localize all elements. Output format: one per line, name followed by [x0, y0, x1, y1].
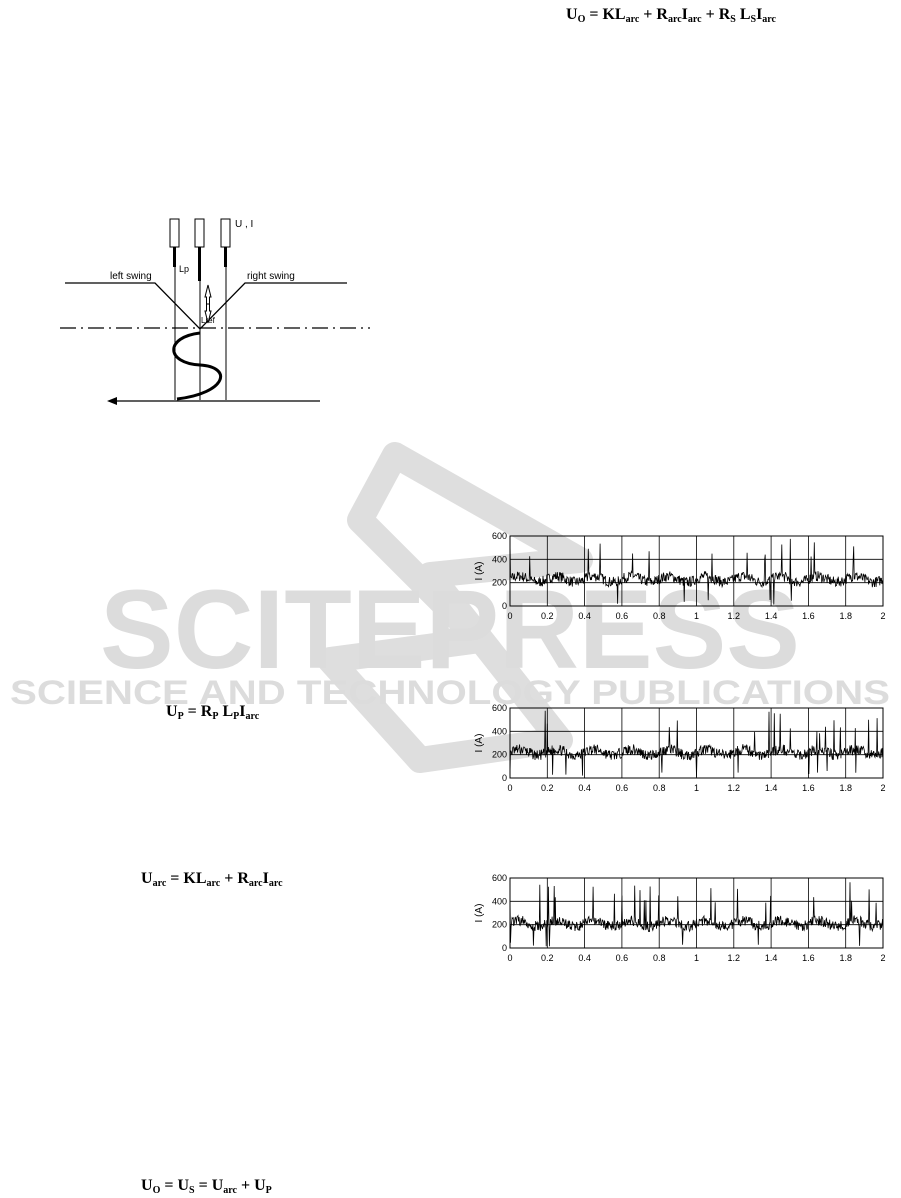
x-tick-label: 0.4 [578, 953, 591, 963]
y-tick-label: 400 [492, 896, 507, 906]
x-tick-label: 1.6 [802, 953, 815, 963]
equation-uo-full: UO = KLarc + RarcIarc + RS LSIarc [566, 6, 776, 25]
equation-up: UP = RP LPIarc [166, 703, 260, 722]
plate-surface [65, 282, 347, 330]
x-tick-label: 0.8 [653, 783, 666, 793]
x-tick-label: 1 [694, 611, 699, 621]
y-tick-label: 200 [492, 578, 507, 588]
y-axis-label: I (A) [474, 734, 485, 753]
x-tick-label: 1.6 [802, 611, 815, 621]
swing-arc-diagram: U , I Lp Lref left swing right swing [60, 218, 370, 405]
y-axis-label: I (A) [474, 904, 485, 923]
equation-uarc: Uarc = KLarc + RarcIarc [141, 870, 283, 889]
x-tick-label: 0.2 [541, 611, 554, 621]
travel-direction-arrowhead [107, 397, 117, 405]
label-lp: Lp [179, 264, 189, 274]
x-tick-label: 0.8 [653, 611, 666, 621]
x-tick-label: 1.2 [728, 953, 741, 963]
y-tick-label: 0 [502, 773, 507, 783]
x-tick-label: 0.6 [616, 783, 629, 793]
current-series-line [509, 538, 884, 605]
y-tick-label: 200 [492, 750, 507, 760]
x-tick-label: 0.2 [541, 953, 554, 963]
y-tick-label: 0 [502, 601, 507, 611]
torch-tubes [169, 218, 231, 248]
x-tick-label: 1.8 [839, 953, 852, 963]
x-tick-label: 1.2 [728, 611, 741, 621]
x-tick-label: 0.8 [653, 953, 666, 963]
y-tick-label: 600 [492, 873, 507, 883]
length-arrows [204, 284, 212, 324]
label-voltage-current: U , I [235, 219, 253, 230]
x-tick-label: 1.4 [765, 953, 778, 963]
x-tick-label: 1 [694, 783, 699, 793]
x-tick-label: 0.4 [578, 611, 591, 621]
current-series-line [509, 882, 884, 947]
current-series-line [509, 710, 884, 777]
x-tick-label: 0.6 [616, 953, 629, 963]
weave-path [172, 331, 222, 401]
x-tick-label: 1.8 [839, 611, 852, 621]
x-tick-label: 0 [507, 953, 512, 963]
x-tick-label: 2 [880, 611, 885, 621]
label-right-swing: right swing [247, 271, 295, 282]
current-waveform-chart-1: 0 0.2 0.4 0.6 0.8 1 1.2 1.4 1.6 1.8 2 0 200 400 600 I (… [474, 531, 886, 621]
current-waveform-chart-3: 0 0.2 0.4 0.6 0.8 1 1.2 1.4 1.6 1.8 2 0 200 400 600 I (… [474, 873, 886, 963]
equation-uo-sum: UO = US = Uarc + UP [141, 1177, 272, 1196]
label-lref: Lref [201, 316, 216, 325]
current-waveform-chart-2: 0 0.2 0.4 0.6 0.8 1 1.2 1.4 1.6 1.8 2 0 200 400 600 I (… [474, 703, 886, 793]
electrodes [173, 247, 227, 281]
x-tick-label: 0 [507, 611, 512, 621]
y-tick-label: 200 [492, 920, 507, 930]
x-tick-label: 2 [880, 953, 885, 963]
x-tick-label: 1.8 [839, 783, 852, 793]
x-tick-label: 1.4 [765, 783, 778, 793]
x-tick-label: 1.4 [765, 611, 778, 621]
y-tick-label: 600 [492, 703, 507, 713]
x-tick-label: 2 [880, 783, 885, 793]
y-axis-label: I (A) [474, 562, 485, 581]
x-tick-label: 0.2 [541, 783, 554, 793]
y-tick-label: 0 [502, 943, 507, 953]
label-left-swing: left swing [110, 271, 152, 282]
guide-lines [174, 267, 227, 400]
y-tick-label: 600 [492, 531, 507, 541]
y-tick-label: 400 [492, 726, 507, 736]
x-tick-label: 1 [694, 953, 699, 963]
watermark-main-text: SCITEPRESS [100, 567, 800, 692]
x-tick-label: 0.6 [616, 611, 629, 621]
x-tick-label: 0 [507, 783, 512, 793]
y-tick-label: 400 [492, 554, 507, 564]
x-tick-label: 1.6 [802, 783, 815, 793]
x-tick-label: 1.2 [728, 783, 741, 793]
watermark-sub-text: SCIENCE AND TECHNOLOGY PUBLICATIONS [10, 674, 890, 712]
x-tick-label: 0.4 [578, 783, 591, 793]
